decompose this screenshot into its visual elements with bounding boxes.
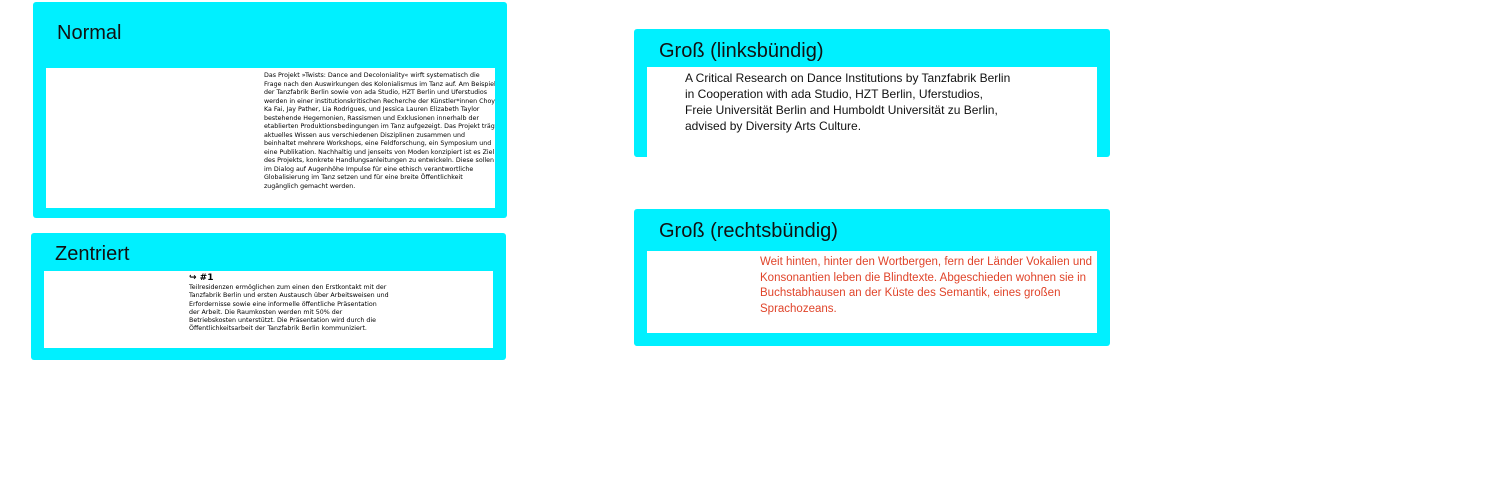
text-line: Freie Universität Berlin and Humboldt Un…	[685, 103, 998, 117]
text-line: advised by Diversity Arts Culture.	[685, 119, 862, 133]
text-panel-gross-rechts: Weit hinten, hinter den Wortbergen, fern…	[647, 251, 1097, 333]
card-title-normal: Normal	[57, 22, 122, 44]
text-line: A Critical Research on Dance Institution…	[685, 71, 1011, 85]
section-heading: ↪ #1	[189, 273, 214, 283]
body-text-gross-links: A Critical Research on Dance Institution…	[685, 70, 1085, 134]
body-text-zentriert: Teilresidenzen ermöglichen zum einen den…	[189, 284, 389, 333]
text-line: in Cooperation with ada Studio, HZT Berl…	[685, 87, 983, 101]
card-title-gross-links: Groß (linksbündig)	[659, 40, 824, 62]
text-panel-zentriert: ↪ #1 Teilresidenzen ermöglichen zum eine…	[44, 271, 493, 348]
body-text-normal: Das Projekt »Twists: Dance and Decolonia…	[264, 72, 495, 190]
text-panel-gross-links: A Critical Research on Dance Institution…	[647, 67, 1097, 172]
card-gross-rechtsbuendig: Groß (rechtsbündig) Weit hinten, hinter …	[634, 209, 1110, 346]
card-gross-linksbuendig: Groß (linksbündig) A Critical Research o…	[634, 29, 1110, 172]
card-normal: Normal Das Projekt »Twists: Dance and De…	[33, 2, 507, 218]
body-text-gross-rechts: Weit hinten, hinter den Wortbergen, fern…	[760, 256, 1093, 315]
card-zentriert: Zentriert ↪ #1 Teilresidenzen ermögliche…	[31, 233, 506, 360]
card-title-zentriert: Zentriert	[55, 243, 130, 265]
text-panel-normal: Das Projekt »Twists: Dance and Decolonia…	[46, 68, 495, 208]
card-title-gross-rechts: Groß (rechtsbündig)	[659, 220, 838, 242]
